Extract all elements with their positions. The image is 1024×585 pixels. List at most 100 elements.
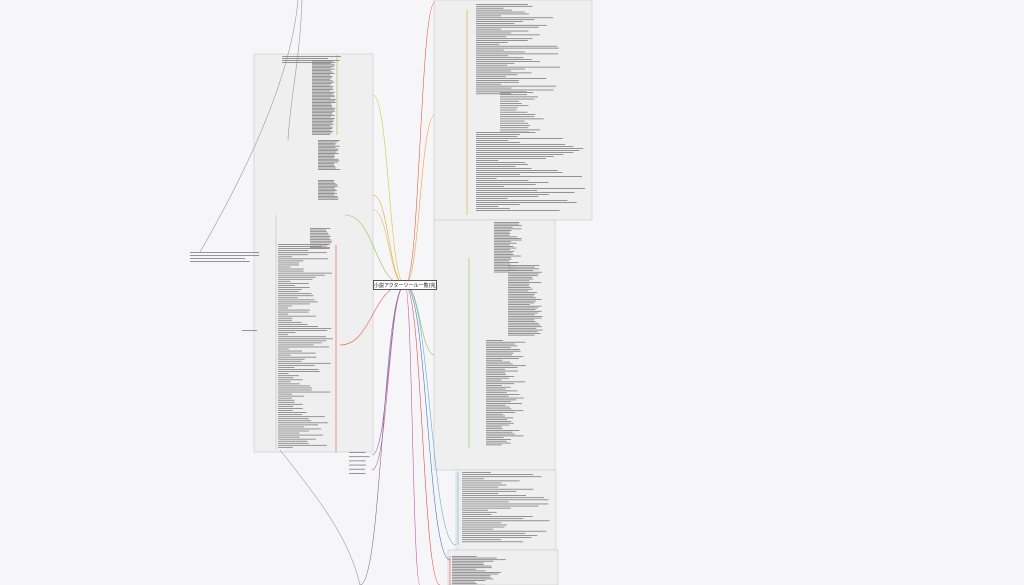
left-node-d-8 [310, 240, 332, 242]
top-node-b-7 [500, 107, 518, 109]
far-left-leaf-1 [190, 255, 260, 256]
mid-node-c-11 [486, 359, 503, 361]
left-node-c-9 [318, 193, 337, 194]
connector-15 [404, 284, 421, 585]
mid-node-b-17 [508, 293, 535, 295]
left-node-57 [278, 360, 302, 362]
left-node-32 [278, 309, 310, 311]
top-node-c-14 [476, 160, 499, 161]
top-node-b-4 [500, 100, 520, 102]
left-top-node-39 [312, 116, 331, 118]
left-node-33 [278, 311, 309, 313]
left-top-node-10 [312, 74, 331, 76]
left-node-13 [278, 270, 304, 272]
left-node-92 [278, 432, 300, 434]
left-node-48 [278, 342, 322, 344]
connector-7 [372, 194, 406, 286]
center-topic-node[interactable]: 小説アクターツール一覧(完成・整理) [373, 280, 437, 290]
left-node-40 [278, 326, 319, 327]
left-node-c-6 [318, 188, 336, 190]
mid-node-b-40 [508, 333, 541, 334]
connector-13 [404, 284, 441, 585]
mid-node-b-36 [508, 326, 542, 328]
mid-node-b-32 [508, 319, 535, 321]
mid-node-c-21 [486, 377, 509, 379]
side-leaf-1 [349, 456, 370, 458]
left-top-node-20 [312, 89, 334, 90]
bottom-node-1 [452, 557, 497, 559]
left-node-88 [278, 424, 319, 426]
mid-node-c-33 [486, 399, 516, 401]
top-node-b-16 [500, 127, 529, 129]
left-node-4 [278, 252, 327, 254]
left-node-65 [278, 377, 294, 379]
mid-node-c-38 [486, 408, 512, 410]
left-node-73 [278, 393, 292, 395]
top-node-c-24 [476, 180, 529, 181]
top-node-c-31 [476, 194, 549, 195]
top-node-c-35 [476, 202, 577, 203]
low-node-15 [462, 503, 549, 505]
top-node-b-11 [500, 116, 535, 118]
left-node-1 [278, 246, 322, 247]
bottom-node-7 [452, 567, 492, 569]
mid-node-a-17 [494, 249, 510, 251]
low-node-23 [462, 520, 550, 522]
mid-node-b-14 [508, 288, 533, 290]
top-node-b-17 [500, 129, 541, 131]
connector-2 [404, 114, 436, 286]
top-node-42 [476, 83, 502, 85]
low-node-7 [462, 486, 499, 488]
mid-node-b-21 [508, 300, 536, 302]
left-node-d-1 [310, 229, 327, 231]
mid-node-b-22 [508, 302, 535, 304]
left-node-c-7 [318, 190, 337, 192]
mid-node-c-9 [486, 356, 524, 358]
left-top-node-17 [312, 84, 331, 86]
left-node-b-2 [318, 142, 336, 144]
side-leaf-0 [349, 452, 366, 453]
left-node-69 [278, 385, 311, 387]
left-node-22 [278, 289, 302, 290]
mid-node-c-17 [486, 370, 518, 372]
left-node-b-6 [318, 148, 339, 150]
left-top-node-30 [312, 103, 332, 105]
left-node-5 [278, 254, 308, 256]
mid-node-c-1 [486, 341, 526, 343]
mid-node-c-32 [486, 397, 524, 399]
low-node-17 [462, 507, 511, 509]
mid-node-b-0 [508, 265, 540, 266]
mid-node-b-13 [508, 287, 531, 288]
left-top-node-50 [312, 132, 332, 134]
mid-node-b-11 [508, 283, 530, 285]
left-node-23 [278, 291, 299, 293]
left-node-14 [278, 272, 332, 274]
top-node-11 [476, 24, 547, 26]
mid-node-b-29 [508, 314, 535, 316]
left-node-62 [278, 371, 320, 372]
left-node-71 [278, 389, 312, 391]
top-node-c-36 [476, 204, 520, 205]
mid-node-b-6 [508, 275, 538, 277]
mid-node-a-27 [494, 265, 516, 267]
left-node-41 [278, 328, 332, 329]
top-node-c-33 [476, 198, 508, 199]
mid-node-a-10 [494, 238, 522, 239]
mid-node-a-15 [494, 246, 514, 247]
mid-node-c-39 [486, 410, 524, 412]
mid-node-b-2 [508, 268, 540, 270]
mid-node-b-25 [508, 307, 538, 309]
top-node-5 [476, 13, 529, 15]
left-node-76 [278, 399, 295, 401]
left-top-node-40 [312, 118, 335, 119]
top-node-9 [476, 21, 523, 22]
mid-node-a-0 [494, 222, 520, 223]
mid-node-b-30 [508, 316, 543, 317]
bottom-node-17 [452, 583, 477, 585]
mid-node-c-43 [486, 417, 514, 419]
left-node-b-9 [318, 153, 339, 154]
left-node-d-4 [310, 234, 329, 236]
top-node-27 [476, 55, 509, 57]
left-top-node-29 [312, 102, 336, 103]
